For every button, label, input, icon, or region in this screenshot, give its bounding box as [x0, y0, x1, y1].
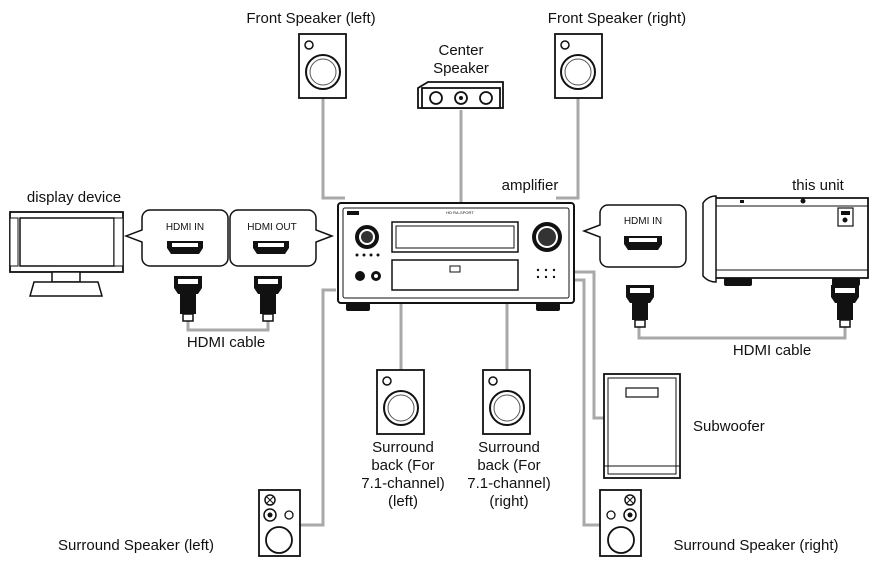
center-speaker-label-line1: Center [438, 42, 483, 59]
amp-hdmi-out-callout: HDMI OUT [229, 209, 335, 267]
surround-back-left-label-4: (left) [388, 493, 418, 510]
amp-hdmi-in-callout: HDMI IN [581, 204, 687, 268]
surround-back-right-label-3: 7.1-channel) [467, 475, 550, 492]
wire-surround-left [300, 288, 336, 527]
center-speaker [417, 81, 504, 109]
amplifier-icon: HD RA-SPORT [337, 202, 575, 311]
hdmi-plug-left-2 [254, 276, 282, 322]
surround-back-left-label-2: back (For [371, 457, 434, 474]
subwoofer-label: Subwoofer [693, 418, 765, 435]
this-unit-label: this unit [792, 177, 845, 194]
front-speaker-right-label: Front Speaker (right) [548, 10, 686, 27]
surround-back-speaker-left [376, 369, 425, 435]
svg-text:HD RA-SPORT: HD RA-SPORT [446, 210, 474, 215]
wire-front-right [556, 98, 580, 200]
front-speaker-left-label: Front Speaker (left) [246, 10, 375, 27]
surround-back-right-label-4: (right) [489, 493, 528, 510]
hdmi-plug-left-1 [174, 276, 202, 322]
surround-speaker-right [599, 489, 642, 557]
subwoofer-icon [603, 373, 681, 479]
display-hdmi-in-label: HDMI IN [166, 222, 204, 233]
surround-back-right-label-2: back (For [477, 457, 540, 474]
wire-hdmi-left [186, 320, 270, 332]
surround-speaker-left-label: Surround Speaker (left) [58, 537, 214, 554]
hdmi-cable-right-label: HDMI cable [733, 342, 811, 359]
this-unit-icon [702, 195, 869, 286]
front-speaker-right [554, 33, 603, 99]
wire-front-left [321, 98, 345, 200]
wire-surround-right [572, 278, 600, 527]
hdmi-plug-right-1 [626, 285, 654, 328]
display-hdmi-in-callout: HDMI IN [123, 209, 229, 267]
wire-hdmi-right [637, 326, 847, 340]
surround-back-left-label-3: 7.1-channel) [361, 475, 444, 492]
wire-subwoofer [572, 270, 604, 420]
surround-back-left-label-1: Surround [372, 439, 434, 456]
surround-back-right-label-1: Surround [478, 439, 540, 456]
amp-hdmi-out-label: HDMI OUT [247, 222, 296, 233]
hdmi-plug-right-2 [831, 285, 859, 328]
amplifier-label: amplifier [502, 177, 559, 194]
display-device-label: display device [27, 189, 121, 206]
amp-hdmi-in-label: HDMI IN [624, 216, 662, 227]
center-speaker-label-line2: Speaker [433, 60, 489, 77]
surround-speaker-right-label: Surround Speaker (right) [673, 537, 838, 554]
surround-speaker-left [258, 489, 301, 557]
display-device-icon [9, 211, 124, 297]
hdmi-cable-left-label: HDMI cable [187, 334, 265, 351]
front-speaker-left [298, 33, 347, 99]
surround-back-speaker-right [482, 369, 531, 435]
